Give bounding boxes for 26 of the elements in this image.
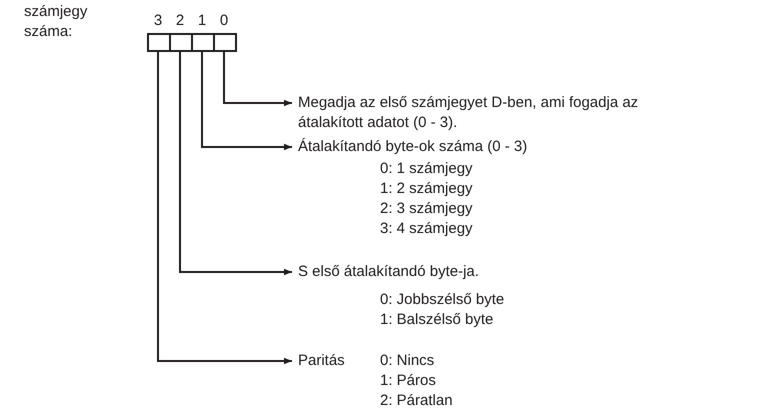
connector-arrow	[223, 52, 292, 106]
digit-number: 1	[196, 11, 208, 31]
description-text: Paritás	[298, 351, 378, 371]
description-text: S első átalakítandó byte-ja.	[298, 262, 698, 282]
digit-cell	[191, 33, 215, 52]
description-text: Átalakítandó byte-ok száma (0 - 3)	[298, 137, 698, 157]
option-text: 2: Páratlan	[380, 391, 454, 411]
digit-cell	[213, 33, 237, 52]
digit-cell	[169, 33, 193, 52]
digit-cell	[147, 33, 171, 52]
connector-arrow	[157, 52, 292, 364]
description-text: Megadja az első számjegyet D-ben, ami fogadja az átalakított adatot (0 - 3).	[298, 93, 678, 133]
option-text: 1: Balszélső byte	[380, 310, 494, 330]
digit-heading: számjegy száma:	[24, 2, 88, 42]
option-text: 0: 1 számjegy	[380, 159, 474, 179]
digit-number: 2	[174, 11, 186, 31]
connector-arrow	[179, 52, 292, 276]
connector-arrow	[201, 52, 292, 150]
option-text: 3: 4 számjegy	[380, 219, 474, 239]
option-text: 1: 2 számjegy	[380, 179, 474, 199]
digit-number: 0	[218, 11, 230, 31]
option-text: 2: 3 számjegy	[380, 199, 474, 219]
option-text: 0: Jobbszélső byte	[380, 290, 506, 310]
option-text: 0: Nincs	[380, 351, 436, 371]
option-text: 1: Páros	[380, 371, 437, 391]
digit-number: 3	[152, 11, 164, 31]
